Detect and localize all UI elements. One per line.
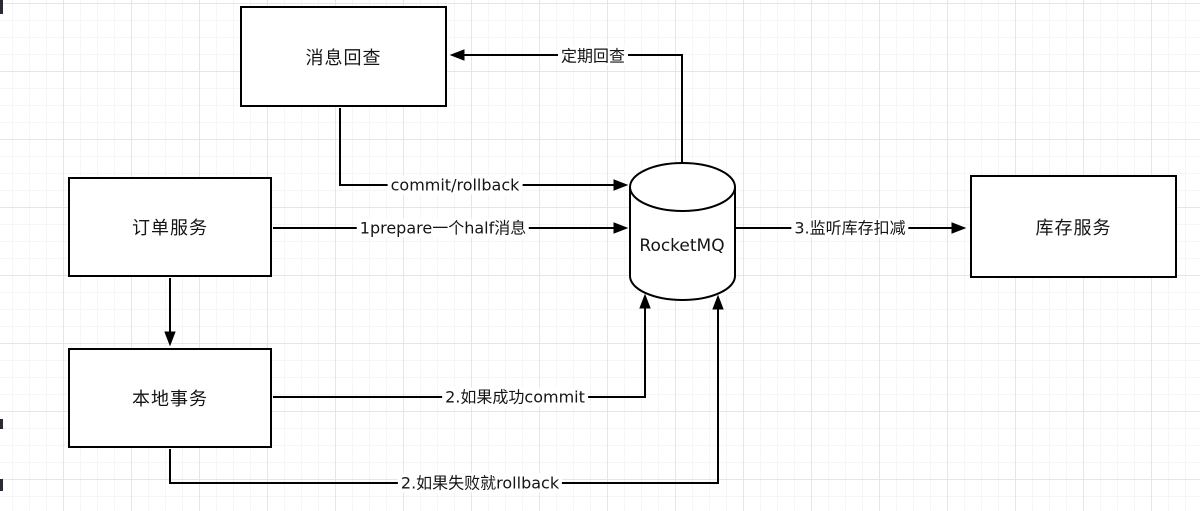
- edge-label-prepare-half: 1prepare一个half消息: [356, 218, 530, 238]
- node-rocketmq-label: RocketMQ: [639, 236, 725, 256]
- node-inventory-service-label: 库存服务: [1035, 217, 1112, 239]
- edge-label-listen-inventory: 3.监听库存扣减: [791, 218, 909, 238]
- node-order-service: 订单服务: [68, 177, 272, 277]
- edge-label-periodic-check: 定期回查: [557, 46, 629, 66]
- edge-periodic-check: [449, 49, 683, 164]
- edge-commit-on-success: [273, 293, 651, 398]
- edge-commit-rollback: [339, 108, 629, 191]
- screen-edge-artifact: [0, 419, 3, 429]
- node-local-transaction: 本地事务: [68, 348, 272, 448]
- edge-label-commit-on-success: 2.如果成功commit: [442, 387, 588, 407]
- node-message-check: 消息回查: [240, 6, 447, 107]
- node-inventory-service: 库存服务: [970, 175, 1177, 278]
- node-local-transaction-label: 本地事务: [132, 389, 208, 410]
- edge-label-commit-rollback: commit/rollback: [387, 175, 523, 195]
- screen-edge-artifact: [0, 479, 3, 491]
- node-order-service-label: 订单服务: [132, 218, 208, 239]
- node-message-check-label: 消息回查: [305, 47, 382, 69]
- edge-label-rollback-on-fail: 2.如果失败就rollback: [397, 473, 563, 493]
- screen-edge-artifact: [0, 0, 3, 14]
- node-rocketmq-shape: [629, 162, 736, 301]
